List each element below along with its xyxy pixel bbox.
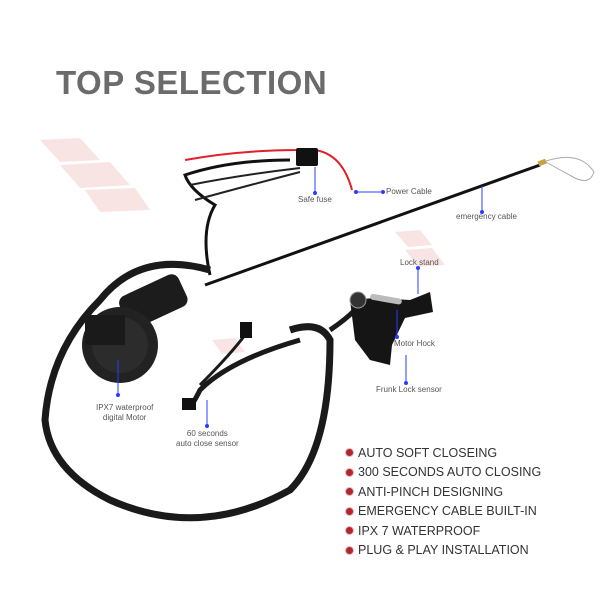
- label-motor-hock: Motor Hock: [394, 339, 435, 348]
- feature-text: 300 SECONDS AUTO CLOSING: [358, 465, 542, 480]
- feature-item: 300 SECONDS AUTO CLOSING: [346, 463, 541, 483]
- watermark: [40, 138, 445, 354]
- bullet-icon: [346, 449, 353, 457]
- label-power-cable: Power Cable: [386, 187, 432, 196]
- bullet-icon: [346, 468, 353, 476]
- feature-text: PLUG & PLAY INSTALLATION: [358, 543, 529, 558]
- feature-text: AUTO SOFT CLOSEING: [358, 445, 498, 460]
- bullet-icon: [346, 546, 353, 554]
- emergency-cable: [204, 163, 541, 287]
- feature-item: EMERGENCY CABLE BUILT-IN: [346, 502, 541, 522]
- motor: [82, 274, 188, 383]
- label-motor-line2: digital Motor: [102, 413, 147, 422]
- feature-item: AUTO SOFT CLOSEING: [346, 443, 541, 463]
- label-safe-fuse: Safe fuse: [298, 195, 332, 204]
- label-sensor-line1: 60 seconds: [186, 429, 228, 438]
- label-motor-line1: IPX7 waterproof: [96, 403, 154, 412]
- label-sensor-line2: auto close sensor: [176, 439, 239, 448]
- label-lock-stand: Lock stand: [400, 258, 439, 267]
- label-sensor: 60 seconds auto close sensor: [176, 429, 239, 449]
- fuse-holder: [296, 148, 318, 166]
- feature-text: EMERGENCY CABLE BUILT-IN: [358, 504, 537, 519]
- feature-item: ANTI-PINCH DESIGNING: [346, 482, 541, 502]
- label-motor: IPX7 waterproof digital Motor: [96, 403, 153, 423]
- bullet-icon: [346, 488, 353, 496]
- label-emergency-cable: emergency cable: [456, 212, 517, 221]
- feature-text: ANTI-PINCH DESIGNING: [358, 484, 504, 499]
- page-title: TOP SELECTION: [56, 64, 328, 101]
- label-frunk-lock-sensor: Frunk Lock sensor: [376, 385, 442, 394]
- feature-text: IPX 7 WATERPROOF: [358, 523, 481, 538]
- feature-item: PLUG & PLAY INSTALLATION: [346, 541, 541, 561]
- feature-list: AUTO SOFT CLOSEING 300 SECONDS AUTO CLOS…: [346, 443, 541, 560]
- bullet-icon: [346, 527, 353, 535]
- bullet-icon: [346, 507, 353, 515]
- lock-bracket: [349, 291, 433, 365]
- feature-item: IPX 7 WATERPROOF: [346, 521, 541, 541]
